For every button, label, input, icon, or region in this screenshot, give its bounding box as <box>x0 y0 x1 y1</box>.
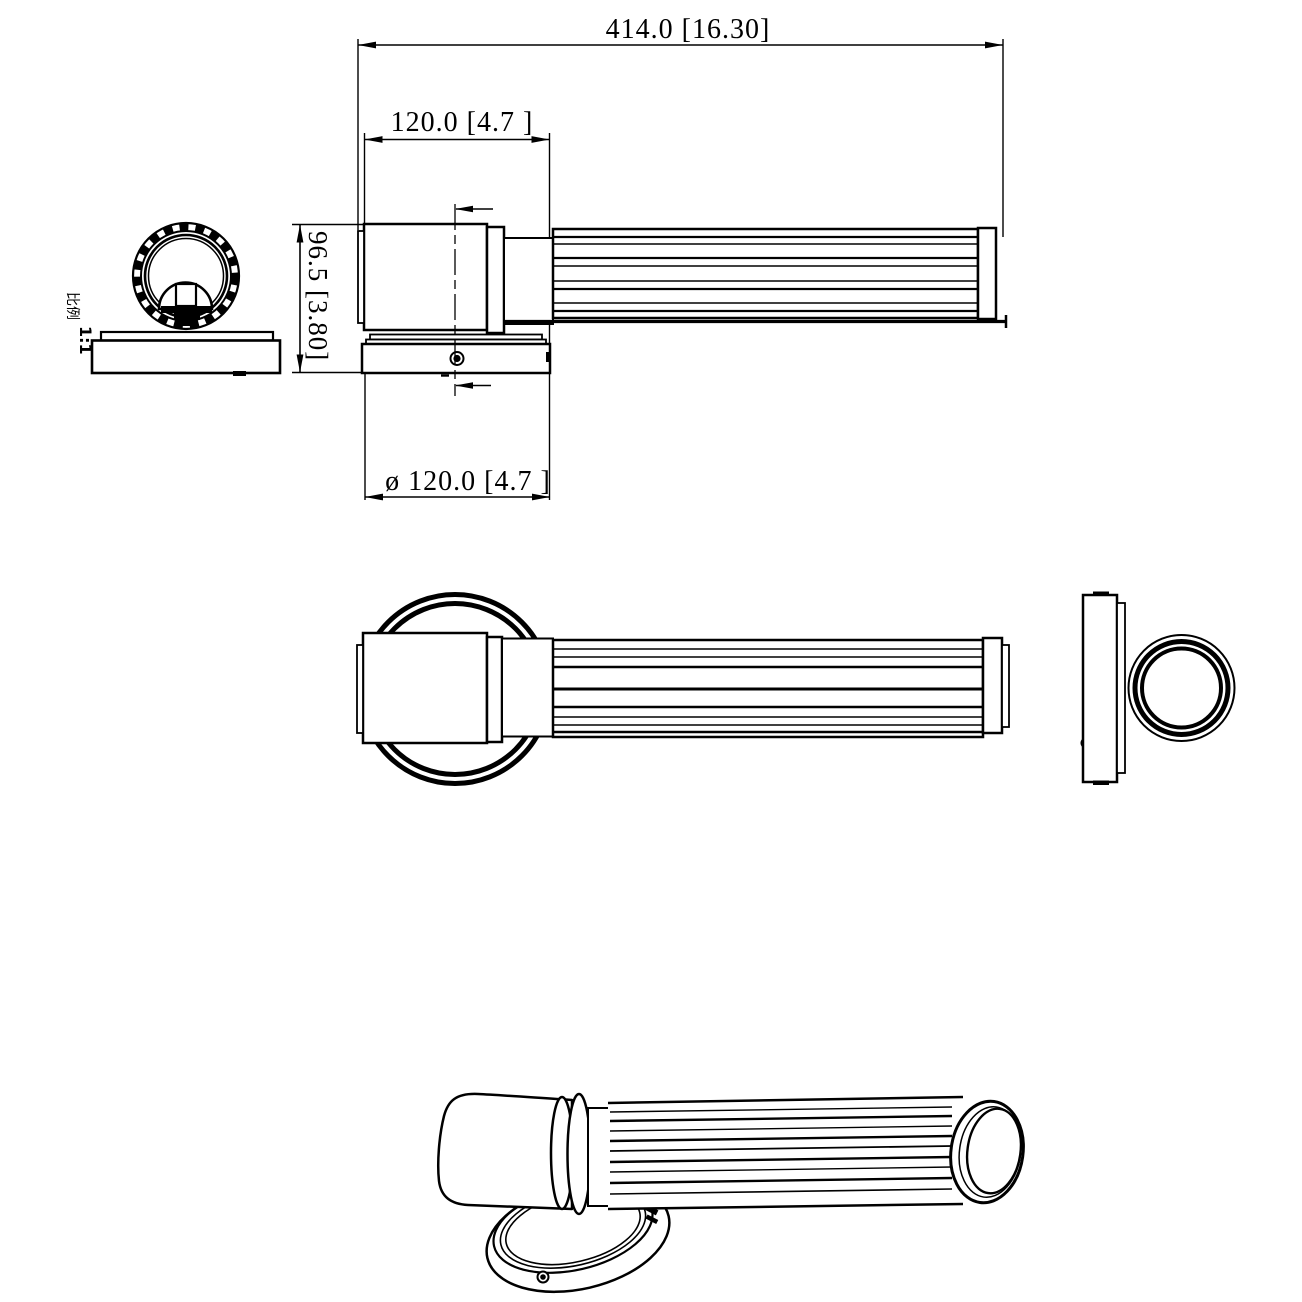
shade-ribs <box>553 235 978 313</box>
dimension-overall-length: 414.0 [16.30] <box>357 14 1004 237</box>
collar-ring <box>485 225 506 335</box>
view-left-end: 比例 1:1 <box>64 221 282 376</box>
dimension-base-diameter: ø 120.0 [4.7 ] <box>364 374 551 501</box>
socket-base <box>161 306 212 313</box>
end-cap-face <box>965 1107 1023 1195</box>
socket-foot <box>174 313 200 320</box>
arrowhead <box>985 41 1003 49</box>
end-lip <box>1001 644 1010 728</box>
arrowhead <box>455 382 473 389</box>
neck <box>503 237 554 325</box>
plate-bottom-tab <box>1093 780 1109 785</box>
canopy-plate <box>360 342 552 375</box>
ribbed-shade <box>551 227 980 320</box>
dim-body-width-label: 120.0 [4.7 ] <box>391 107 534 138</box>
center-arrow-bottom <box>455 382 491 389</box>
collar-ring <box>485 635 504 744</box>
end-cap <box>976 226 998 321</box>
body-block <box>361 631 489 745</box>
arrowhead <box>358 41 376 49</box>
end-cap <box>981 636 1004 735</box>
arrowhead <box>364 136 383 143</box>
view-front <box>356 592 1010 786</box>
shade-bottom-edge <box>607 1202 964 1211</box>
knurled-ring-hatching <box>132 222 240 330</box>
body-block <box>362 222 489 332</box>
shade-ribs <box>609 1106 953 1195</box>
plate-top-tab <box>1093 591 1109 596</box>
shade-end-inner-ring <box>1140 646 1223 730</box>
screw-icon <box>536 1270 550 1284</box>
arrowhead <box>455 205 473 213</box>
keyhole-slot <box>645 1214 659 1224</box>
wall-plate <box>1081 593 1119 784</box>
dim-height-label: 96.5 [3.80] <box>303 231 333 361</box>
scale-annotation: 比例 1:1 <box>64 292 95 355</box>
body-left-lip <box>356 644 364 734</box>
shade-end-outer-ring <box>1127 634 1236 742</box>
arrowhead <box>296 354 304 373</box>
scale-value: 1:1 <box>76 326 95 355</box>
body-cylinder <box>436 1092 574 1211</box>
shade-top-edge <box>607 1095 964 1105</box>
body-left-lip <box>357 230 365 324</box>
view-side <box>1080 591 1236 785</box>
scale-label: 比例 <box>64 292 80 320</box>
arrowhead <box>531 136 550 143</box>
socket-opening <box>174 282 198 308</box>
arrowhead <box>532 493 550 501</box>
view-perspective <box>436 1092 1025 1294</box>
center-arrow-top <box>455 205 493 213</box>
dim-overall-length-label: 414.0 [16.30] <box>606 14 771 45</box>
dimension-height: 96.5 [3.80] <box>292 223 363 374</box>
arrowhead <box>365 493 383 501</box>
dim-base-diameter-label: ø 120.0 [4.7 ] <box>385 466 551 497</box>
shade-end-mid-ring <box>1132 639 1231 737</box>
dimension-body-width: 120.0 [4.7 ] <box>363 107 551 500</box>
socket-stem <box>180 320 195 326</box>
view-top <box>357 204 1008 396</box>
neck <box>501 637 554 738</box>
mounting-bump <box>233 371 246 376</box>
plate-layer <box>1116 602 1126 774</box>
arrowhead <box>296 224 304 243</box>
canopy-notch <box>546 352 551 362</box>
shade-ribs <box>553 648 983 734</box>
backplate-body <box>90 339 282 375</box>
